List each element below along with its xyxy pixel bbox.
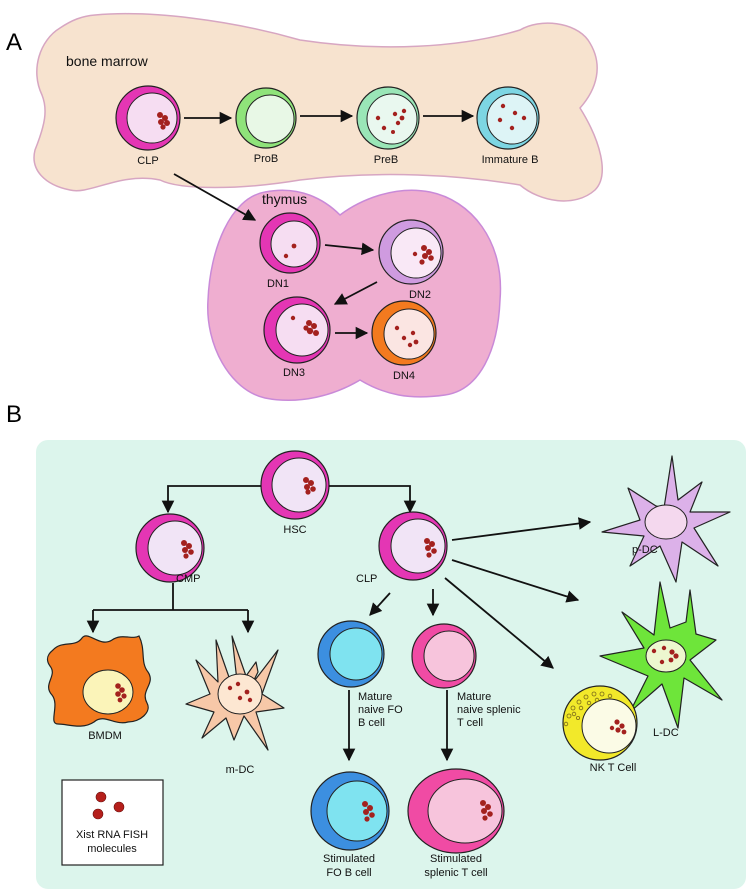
- mdc-label: m-DC: [226, 764, 255, 776]
- arrow-clp-pdc: [451, 517, 592, 541]
- fo-b-naive-label-1: Mature: [358, 691, 392, 703]
- dn3-cell: [263, 296, 331, 364]
- cmp-label: CMP: [176, 573, 200, 585]
- dn1-cell: [259, 212, 321, 274]
- preb-label: PreB: [374, 154, 398, 166]
- hsc-cell: [260, 450, 330, 520]
- legend-line-1: Xist RNA FISH: [76, 829, 148, 841]
- preb-cell: [356, 86, 420, 150]
- arrow-clp-nkt: [444, 577, 554, 669]
- ldc-cell: [599, 581, 723, 729]
- arrow-clp-ldc: [451, 559, 580, 603]
- fo-b-stim-label-1: Stimulated: [323, 853, 375, 865]
- arrow-hsc-cmp: [161, 485, 261, 514]
- splenic-t-stim-label-2: splenic T cell: [424, 867, 487, 879]
- nkt-label: NK T Cell: [590, 762, 637, 774]
- thymus-label: thymus: [262, 191, 307, 207]
- fish-molecule-icon: [92, 791, 125, 820]
- clp-b-label: CLP: [356, 573, 377, 585]
- bmdm-cell: [46, 635, 151, 727]
- splenic-t-stim-cell: [407, 768, 505, 854]
- dn4-cell: [371, 300, 437, 366]
- cmp-cell: [135, 513, 205, 583]
- arrow-clp-fob: [369, 592, 391, 616]
- hsc-label: HSC: [283, 524, 306, 536]
- bmdm-label: BMDM: [88, 730, 122, 742]
- fo-b-naive-label-3: B cell: [358, 717, 385, 729]
- fo-b-stim-label-2: FO B cell: [326, 867, 371, 879]
- clp-cell-b: [378, 511, 448, 581]
- splenic-t-stim-label-1: Stimulated: [430, 853, 482, 865]
- panel-b-background: [36, 440, 746, 889]
- pdc-label: p-DC: [632, 544, 658, 556]
- arrow-clp-thymus: [173, 173, 257, 221]
- ldc-label: L-DC: [653, 727, 679, 739]
- splenic-t-naive-label-1: Mature: [457, 691, 491, 703]
- pdc-cell: [601, 455, 731, 583]
- prob-cell: [235, 87, 297, 149]
- dn3-label: DN3: [283, 367, 305, 379]
- splenic-t-naive-label-2: naive splenic: [457, 704, 521, 716]
- splenic-t-naive-label-3: T cell: [457, 717, 483, 729]
- bone-marrow-shape: [33, 13, 603, 202]
- nkt-cell: [562, 685, 638, 761]
- legend-box: Xist RNA FISH molecules: [61, 779, 164, 866]
- fo-b-naive-label-2: naive FO: [358, 704, 403, 716]
- clp-a-label: CLP: [137, 155, 158, 167]
- dn1-label: DN1: [267, 278, 289, 290]
- fo-b-naive-cell: [317, 620, 385, 688]
- dn2-label: DN2: [409, 289, 431, 301]
- splenic-t-naive-cell: [411, 623, 477, 689]
- arrow-dn1-dn2: [324, 242, 375, 256]
- arrow-cmp-branch: [93, 583, 248, 611]
- bone-marrow-label: bone marrow: [66, 53, 149, 69]
- immature-b-label: Immature B: [482, 154, 539, 166]
- legend-line-2: molecules: [87, 843, 137, 855]
- dn4-label: DN4: [393, 370, 415, 382]
- arrow-dn2-dn3: [333, 281, 378, 305]
- thymus-shape: [207, 189, 502, 401]
- clp-cell-a: [115, 85, 181, 151]
- mdc-cell: [185, 635, 285, 751]
- panel-a-letter: A: [6, 29, 22, 56]
- immature-b-cell: [476, 86, 540, 150]
- fo-b-stim-cell: [310, 771, 390, 851]
- dn2-cell: [378, 219, 444, 285]
- panel-b-letter: B: [6, 401, 22, 428]
- prob-label: ProB: [254, 153, 278, 165]
- arrow-hsc-clp: [329, 485, 417, 514]
